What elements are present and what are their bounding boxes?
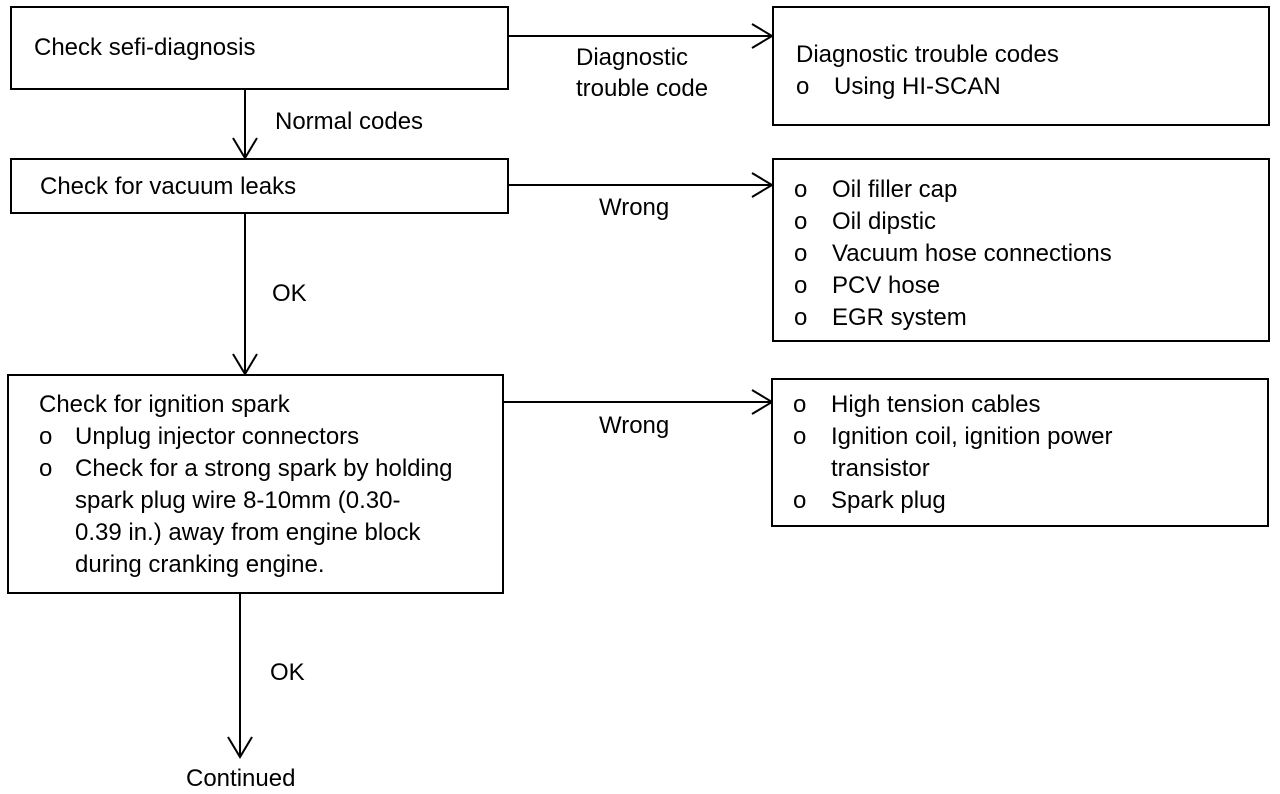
- result-trouble-codes-item: Using HI-SCAN: [834, 73, 1001, 100]
- step-vacuum-leaks-text: Check for vacuum leaks: [40, 173, 297, 200]
- label-continued: Continued: [186, 765, 296, 792]
- bullet-marker: o: [39, 423, 53, 450]
- label-wrong-ignition: Wrong: [599, 412, 670, 439]
- ignition-item-coil-line2: transistor: [831, 455, 930, 482]
- label-normal-codes: Normal codes: [275, 108, 424, 135]
- step-ignition-item-spark-line4: during cranking engine.: [75, 551, 325, 578]
- vacuum-item-oil-filler-cap: Oil filler cap: [832, 176, 958, 203]
- step-ignition-item-spark-line2: spark plug wire 8-10mm (0.30-: [75, 487, 401, 514]
- step-ignition-item-unplug: Unplug injector connectors: [75, 423, 360, 450]
- bullet-marker: o: [793, 423, 807, 450]
- arrow-ignition-to-continued: [227, 594, 253, 759]
- vacuum-item-pcv-hose: PCV hose: [832, 272, 941, 299]
- bullet-marker: o: [794, 272, 808, 299]
- vacuum-item-oil-dipstick: Oil dipstic: [832, 208, 937, 235]
- result-ignition-check-list-box: o High tension cables o Ignition coil, i…: [771, 378, 1269, 527]
- label-ok-ignition: OK: [270, 659, 305, 686]
- ignition-item-spark-plug: Spark plug: [831, 487, 946, 514]
- bullet-marker: o: [794, 240, 808, 267]
- label-ok-vacuum: OK: [272, 280, 307, 307]
- result-trouble-codes-title: Diagnostic trouble codes: [796, 41, 1059, 68]
- bullet-marker: o: [794, 176, 808, 203]
- step-self-diagnosis-text: Check sefi-diagnosis: [34, 34, 256, 61]
- ignition-item-coil-line1: Ignition coil, ignition power: [831, 423, 1113, 450]
- step-ignition-spark-title: Check for ignition spark: [39, 391, 290, 418]
- result-vacuum-check-list-box: o Oil filler cap o Oil dipstic o Vacuum …: [772, 158, 1270, 342]
- bullet-marker: o: [794, 208, 808, 235]
- bullet-marker: o: [793, 391, 807, 418]
- bullet-marker: o: [794, 304, 808, 331]
- label-diagnostic-code-line1: Diagnostic: [576, 44, 689, 71]
- step-ignition-item-spark-line1: Check for a strong spark by holding: [75, 455, 453, 482]
- vacuum-item-hose-connections: Vacuum hose connections: [832, 240, 1112, 267]
- step-ignition-item-spark-line3: 0.39 in.) away from engine block: [75, 519, 421, 546]
- result-trouble-codes-box: Diagnostic trouble codes o Using HI-SCAN: [772, 6, 1270, 126]
- arrow-vacuum-to-ignition: [232, 213, 258, 376]
- arrow-selfdiag-to-vacuum: [232, 89, 258, 160]
- bullet-marker: o: [39, 455, 53, 482]
- vacuum-item-egr-system: EGR system: [832, 304, 967, 331]
- label-diagnostic-code-line2: trouble code: [576, 75, 709, 102]
- label-wrong-vacuum: Wrong: [599, 194, 670, 221]
- step-self-diagnosis-box: Check sefi-diagnosis: [10, 6, 509, 90]
- bullet-marker: o: [796, 73, 810, 100]
- step-ignition-spark-box: Check for ignition spark o Unplug inject…: [7, 374, 504, 594]
- step-vacuum-leaks-box: Check for vacuum leaks: [10, 158, 509, 214]
- ignition-item-high-tension-cables: High tension cables: [831, 391, 1041, 418]
- bullet-marker: o: [793, 487, 807, 514]
